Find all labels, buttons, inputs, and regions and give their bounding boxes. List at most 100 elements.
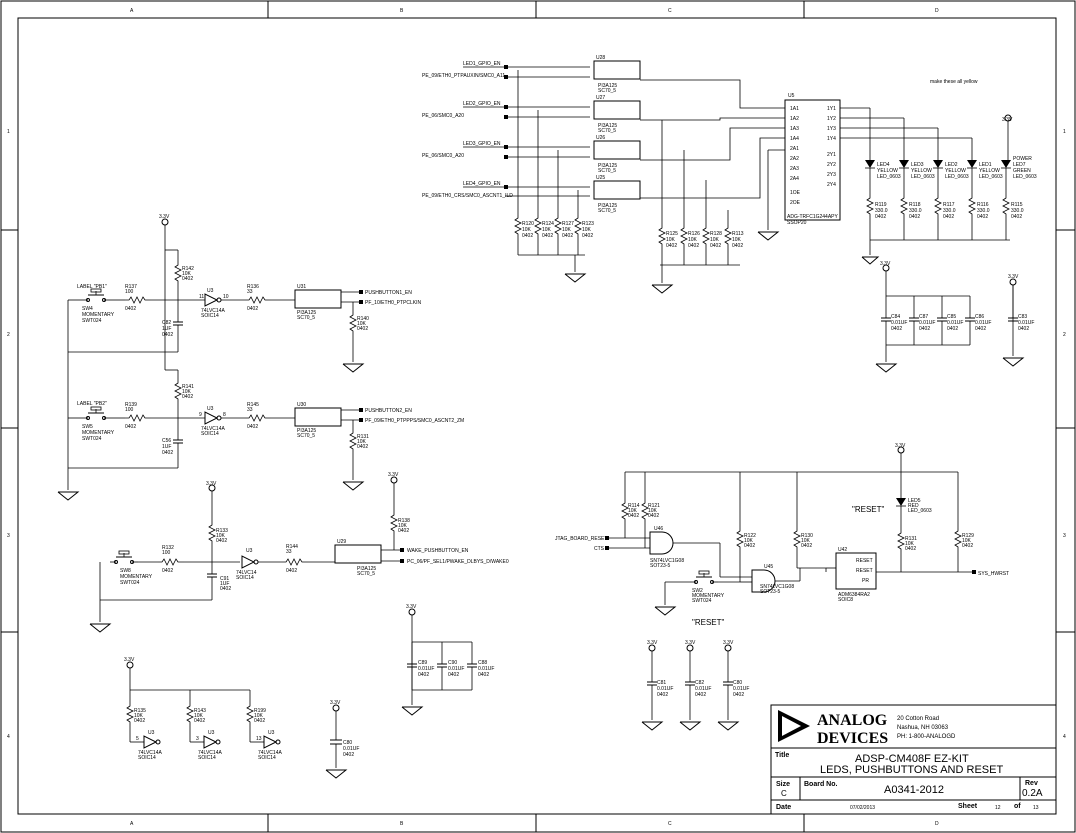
inverter-icon <box>241 555 256 569</box>
title-label: Title <box>775 752 789 759</box>
pulldown-pkg: 0402 <box>542 233 553 239</box>
address-line-1: 20 Cotton Road <box>897 716 939 722</box>
u5-pin-right: 1Y1 <box>827 106 836 112</box>
switch-ref: SW8 <box>120 568 131 574</box>
cap-ref: C81 <box>657 680 666 686</box>
resistor-icon <box>349 312 357 334</box>
led-buffer-row: LED1_GPIO_ENPE_09/ETH0_PTPAUXIN/SMC0_A11… <box>422 55 641 94</box>
pullup-pkg: 0402 <box>216 538 227 544</box>
of-label: of <box>1014 803 1021 810</box>
cap-c80-single: 3.3V C80 0.01UF 0402 <box>325 700 359 779</box>
cap-ref: C80 <box>733 680 742 686</box>
inverter-pkg: SOIC14 <box>258 755 276 761</box>
pulldown-pkg: 0402 <box>562 233 573 239</box>
resistor-icon <box>658 225 666 250</box>
series-resistor-ref: R145 <box>247 402 259 408</box>
debounce-cap-ref: C56 <box>162 438 171 444</box>
v33-reset: 3.3V <box>895 443 906 449</box>
company-name-1: ANALOG <box>817 712 888 729</box>
resistor-icon <box>125 296 151 304</box>
reset-led-pkg: LED_0603 <box>908 508 932 514</box>
board-label: Board No. <box>804 781 838 788</box>
buffer-ref: U25 <box>596 175 605 181</box>
pulldown-val: 10K <box>582 227 592 233</box>
inv-pin: 3 <box>196 736 199 742</box>
cap-ref: C83 <box>1018 314 1027 320</box>
enable-net: PUSHBUTTON1_EN <box>365 290 412 296</box>
debounce-cap-pkg: 0402 <box>220 586 231 592</box>
led-color: YELLOW <box>979 168 1000 174</box>
reset-led-resistor-val: 10K <box>905 541 915 547</box>
pullup-pkg: 0402 <box>962 543 973 549</box>
tie-resistor-pkg: 0402 <box>194 718 205 724</box>
switch-ref: SW4 <box>82 306 93 312</box>
u5-pin-left: 2OE <box>790 200 801 206</box>
cap-val: 0.01UF <box>478 666 494 672</box>
pulldown-ref: R120 <box>522 221 534 227</box>
row-label-2-right: 2 <box>1063 332 1066 338</box>
u5-pin-left: 1A1 <box>790 106 799 112</box>
led-icon <box>933 160 943 168</box>
led-pkg: LED_0603 <box>979 174 1003 180</box>
pullup-ref: R129 <box>962 533 974 539</box>
led-resistor-pkg: 0402 <box>943 214 954 220</box>
cap-ref: C88 <box>478 660 487 666</box>
v33-cap: 3.3V <box>685 640 696 646</box>
pullup-pkg: 0402 <box>628 513 639 519</box>
buffer-pkg: SC70_5 <box>297 315 315 321</box>
pulldown-ref: R123 <box>582 221 594 227</box>
net-flag-icon <box>605 536 609 540</box>
v33-caps-right: 3.3V <box>880 261 891 267</box>
pushbutton-1-block: SW4MOMENTARYSWT024R1371000402R14210K0402… <box>68 250 422 373</box>
switch-pkg: SWT024 <box>82 436 102 442</box>
address-line-2: Nashua, NH 03063 <box>897 725 949 731</box>
pulldown-ref: R125 <box>666 231 678 237</box>
debounce-cap-ref: C91 <box>220 576 229 582</box>
supervisor-pkg: SOIC8 <box>838 597 853 603</box>
resistor-icon <box>174 380 182 402</box>
buffer-part: PI3A125 <box>297 428 316 434</box>
reset-led-color: RED <box>908 503 919 509</box>
inverter-part: 74LVC14A <box>201 308 225 314</box>
net-flag-icon <box>359 290 363 294</box>
input-resistor-pkg: 0402 <box>125 424 136 430</box>
buffer-ref: U30 <box>297 402 306 408</box>
pullup-val: 10K <box>801 538 811 544</box>
c80-pkg: 0402 <box>343 752 354 758</box>
pullup-ref: R133 <box>216 528 228 534</box>
cts-net: CTS <box>594 546 605 552</box>
col-label-d-bottom: D <box>935 821 939 827</box>
buffer-part: PI3A125 <box>598 83 617 89</box>
board-number: A0341-2012 <box>884 784 944 796</box>
title-line-2: LEDS, PUSHBUTTONS AND RESET <box>820 764 1003 776</box>
led-resistor-val: 330.0 <box>909 208 922 214</box>
resistor-icon <box>125 414 151 422</box>
supervisor-pin: PR <box>862 578 869 584</box>
gpio-net: PC_06/PF_SEL1/PWAKE_DLBYS_D/WAKE0 <box>407 559 509 565</box>
cap-val: 0.01UF <box>418 666 434 672</box>
buffer-ref: U27 <box>596 95 605 101</box>
led-title: POWER <box>1013 156 1032 162</box>
resistor-icon <box>246 703 254 725</box>
ground-icon <box>89 623 112 633</box>
reset-block: 3.3VR11410K0402R12110K0402JTAG_BOARD_RES… <box>555 443 1009 627</box>
led-pkg: LED_0603 <box>945 174 969 180</box>
resistor-icon <box>186 703 194 725</box>
buffer-part: PI3A125 <box>598 203 617 209</box>
u5-ref: U5 <box>788 93 795 99</box>
input-resistor-ref: R139 <box>125 402 137 408</box>
pullup-ref: R121 <box>648 503 660 509</box>
led-ref: LED2 <box>945 162 958 168</box>
switch-ref: SW5 <box>82 424 93 430</box>
v33-inverters: 3.3V <box>124 657 135 663</box>
v33-wake-pu: 3.3V <box>388 472 399 478</box>
inverter-part: 74LVC14A <box>198 750 222 756</box>
gate-ref: U46 <box>654 526 663 532</box>
pullup-val: 10K <box>182 389 192 395</box>
led-color: YELLOW <box>911 168 932 174</box>
inverter-icon <box>204 411 219 425</box>
cap-ref: C89 <box>418 660 427 666</box>
buffer-pkg: SC70_5 <box>598 208 616 214</box>
tie-resistor-pkg: 0402 <box>254 718 265 724</box>
